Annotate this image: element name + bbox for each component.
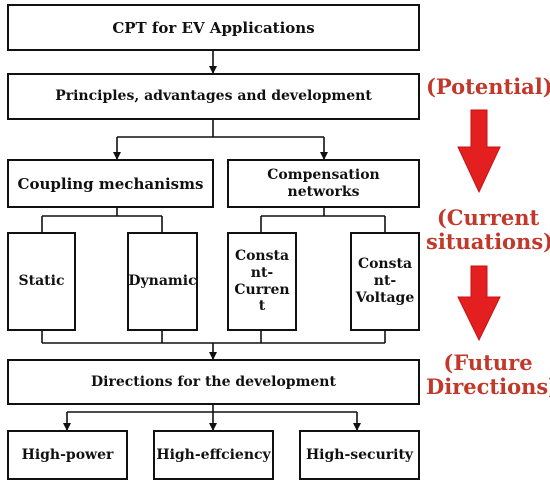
stage-current-line2: situations): [426, 229, 550, 255]
box-high-power: High-power: [7, 430, 128, 480]
box-constant-current-label: Constant-Current: [234, 247, 290, 315]
box-high-security: High-security: [299, 430, 420, 480]
box-directions-label: Directions for the development: [91, 373, 336, 390]
box-dynamic: Dynamic: [127, 232, 198, 331]
stage-potential-label: (Potential): [426, 74, 550, 99]
stage-current: (Current situations): [426, 205, 550, 255]
box-principles-label: Principles, advantages and development: [55, 88, 372, 105]
box-coupling-label: Coupling mechanisms: [17, 174, 204, 193]
box-principles: Principles, advantages and development: [7, 73, 420, 120]
stage-arrow-2: [457, 265, 501, 342]
box-directions: Directions for the development: [7, 359, 420, 405]
box-high-power-label: High-power: [21, 446, 114, 463]
box-static-label: Static: [18, 273, 65, 290]
stage-arrow-1: [457, 109, 501, 194]
box-constant-current: Constant-Current: [227, 232, 297, 331]
box-constant-voltage: Constant-Voltage: [350, 232, 420, 331]
box-compensation-label: Compensation networks: [267, 166, 380, 200]
box-static: Static: [7, 232, 76, 331]
box-high-security-label: High-security: [305, 446, 414, 463]
stage-future: (Future Directions): [426, 350, 550, 400]
box-dynamic-label: Dynamic: [128, 273, 197, 290]
stage-future-line1: (Future: [443, 350, 533, 375]
box-cpt-ev-label: CPT for EV Applications: [112, 18, 315, 37]
box-cpt-ev: CPT for EV Applications: [7, 4, 420, 51]
box-compensation: Compensation networks: [227, 159, 420, 208]
box-high-efficiency: High-effciency: [153, 430, 274, 480]
stage-potential: (Potential): [426, 74, 550, 99]
box-constant-voltage-label: Constant-Voltage: [355, 256, 415, 306]
box-high-efficiency-label: High-effciency: [156, 446, 271, 463]
stage-current-line1: (Current: [436, 205, 540, 230]
box-coupling: Coupling mechanisms: [7, 159, 214, 208]
stage-future-line2: Directions): [426, 374, 550, 400]
